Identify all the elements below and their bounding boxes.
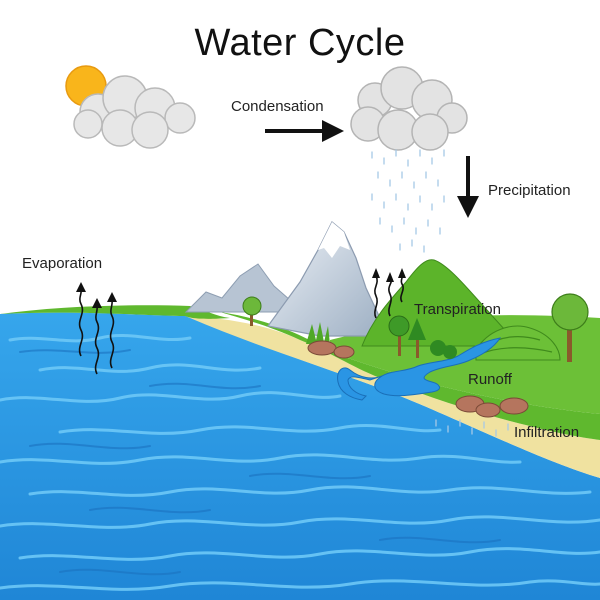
evaporation-arrowheads-icon <box>76 282 117 308</box>
precipitation-arrow-icon <box>457 156 479 218</box>
tree-right-icon <box>551 293 589 362</box>
label-evaporation: Evaporation <box>22 255 103 272</box>
tree-hill-icon <box>388 315 457 359</box>
condensation-arrow-icon <box>265 120 344 142</box>
label-precipitation: Precipitation <box>488 182 571 199</box>
label-runoff: Runoff <box>468 371 512 388</box>
coast-grass-left <box>0 305 230 319</box>
bush-icon <box>306 322 330 344</box>
cloud-right-icon <box>350 66 468 151</box>
label-condensation: Condensation <box>231 98 324 115</box>
transpiration-arrowheads-icon <box>372 268 406 282</box>
cloud-left-icon <box>73 75 196 149</box>
mountain-main <box>266 221 381 337</box>
label-transpiration: Transpiration <box>414 301 501 318</box>
river-branch <box>337 367 383 401</box>
tree-left-icon <box>242 296 262 326</box>
evaporation-arrows-icon <box>78 289 115 375</box>
sea-dark-waves <box>19 349 501 576</box>
mountain-snow <box>318 222 350 258</box>
rocks-left-icon <box>307 340 355 359</box>
river <box>374 337 502 397</box>
rain-drops <box>371 149 445 253</box>
rocks-right-icon <box>455 395 529 418</box>
beach <box>185 316 600 478</box>
page-title: Water Cycle <box>194 22 406 64</box>
label-infiltration: Infiltration <box>514 424 580 441</box>
infiltration-drops <box>435 419 509 437</box>
sea-waves <box>0 334 600 591</box>
